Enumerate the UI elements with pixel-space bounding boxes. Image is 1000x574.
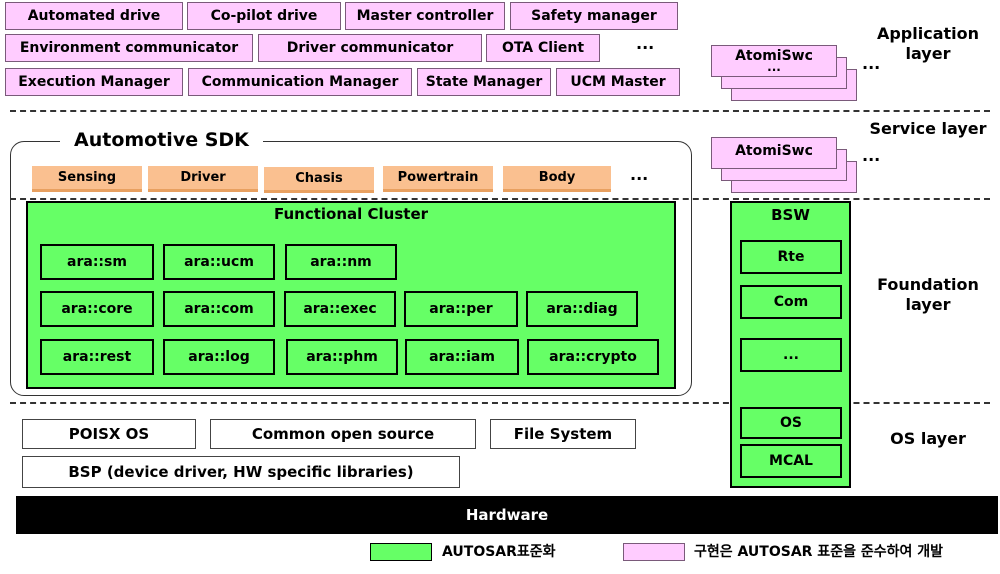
module-ara-exec: ara::exec bbox=[284, 291, 396, 327]
label-os-layer: OS layer bbox=[890, 429, 966, 448]
label-foundation-layer: Foundation layer bbox=[858, 275, 998, 315]
app-state-manager: State Manager bbox=[417, 68, 551, 96]
sdk-title: Automotive SDK bbox=[60, 128, 263, 152]
app-environment-communicator: Environment communicator bbox=[5, 34, 253, 62]
service-atomiswc-ellipsis: ... bbox=[862, 146, 881, 165]
app-ellipsis: ... bbox=[636, 34, 655, 53]
app-ucm-master: UCM Master bbox=[556, 68, 680, 96]
label-service-layer: Service layer bbox=[869, 119, 987, 138]
label-foundation-line2: layer bbox=[905, 295, 951, 314]
os-bsp: BSP (device driver, HW specific librarie… bbox=[22, 456, 460, 488]
app-ota-client: OTA Client bbox=[486, 34, 600, 62]
os-poisx: POISX OS bbox=[22, 419, 196, 449]
label-application-layer: Application layer bbox=[858, 24, 998, 64]
domain-driver: Driver bbox=[148, 166, 258, 192]
module-ara-nm: ara::nm bbox=[285, 244, 397, 280]
module-ara-com: ara::com bbox=[163, 291, 275, 327]
app-driver-communicator: Driver communicator bbox=[258, 34, 482, 62]
domain-sensing: Sensing bbox=[32, 166, 142, 192]
bsw-com: Com bbox=[740, 285, 842, 319]
module-ara-log: ara::log bbox=[163, 339, 275, 375]
module-ara-phm: ara::phm bbox=[286, 339, 398, 375]
sdk-frame bbox=[10, 141, 692, 396]
service-atomiswc-front: AtomiSwc bbox=[711, 137, 837, 169]
bsw-title: BSW bbox=[771, 206, 810, 224]
os-file-system: File System bbox=[490, 419, 636, 449]
app-communication-manager: Communication Manager bbox=[188, 68, 412, 96]
legend-green-label: AUTOSAR표준화 bbox=[442, 544, 556, 560]
module-ara-core: ara::core bbox=[40, 291, 154, 327]
bsw-os: OS bbox=[740, 407, 842, 439]
bsw-mcal: MCAL bbox=[740, 444, 842, 478]
legend-pink-swatch bbox=[623, 543, 685, 561]
hardware-bar: Hardware bbox=[16, 496, 998, 534]
separator-service-foundation bbox=[10, 198, 990, 200]
domain-powertrain: Powertrain bbox=[383, 166, 493, 192]
app-co-pilot-drive: Co-pilot drive bbox=[187, 2, 341, 30]
legend-green-swatch bbox=[370, 543, 432, 561]
module-ara-iam: ara::iam bbox=[405, 339, 519, 375]
functional-cluster-title: Functional Cluster bbox=[273, 205, 429, 223]
app-automated-drive: Automated drive bbox=[5, 2, 183, 30]
bsw-ellipsis: ... bbox=[740, 338, 842, 372]
domain-body: Body bbox=[503, 166, 611, 192]
app-atomiswc-inner-ellipsis: ... bbox=[767, 60, 781, 74]
app-atomiswc-front: AtomiSwc ... bbox=[711, 45, 837, 77]
module-ara-diag: ara::diag bbox=[526, 291, 638, 327]
module-ara-crypto: ara::crypto bbox=[527, 339, 659, 375]
service-atomiswc-label: AtomiSwc bbox=[735, 143, 813, 159]
separator-application-service bbox=[10, 110, 990, 112]
label-application-line: Application bbox=[876, 24, 980, 43]
app-atomiswc-ellipsis: ... bbox=[862, 54, 881, 73]
domain-chasis: Chasis bbox=[264, 167, 374, 193]
label-application-line2: layer bbox=[905, 44, 951, 63]
app-execution-manager: Execution Manager bbox=[5, 68, 183, 96]
app-master-controller: Master controller bbox=[345, 2, 505, 30]
app-atomiswc-label: AtomiSwc bbox=[735, 48, 813, 64]
module-ara-per: ara::per bbox=[404, 291, 518, 327]
legend-pink-label: 구현은 AUTOSAR 표준을 준수하여 개발 bbox=[694, 544, 943, 560]
os-common-open-source: Common open source bbox=[210, 419, 476, 449]
module-ara-rest: ara::rest bbox=[40, 339, 154, 375]
module-ara-ucm: ara::ucm bbox=[163, 244, 275, 280]
module-ara-sm: ara::sm bbox=[40, 244, 154, 280]
domain-ellipsis: ... bbox=[630, 165, 649, 184]
label-foundation-line: Foundation bbox=[877, 275, 979, 294]
app-safety-manager: Safety manager bbox=[510, 2, 678, 30]
separator-foundation-os bbox=[10, 402, 990, 404]
bsw-rte: Rte bbox=[740, 240, 842, 274]
